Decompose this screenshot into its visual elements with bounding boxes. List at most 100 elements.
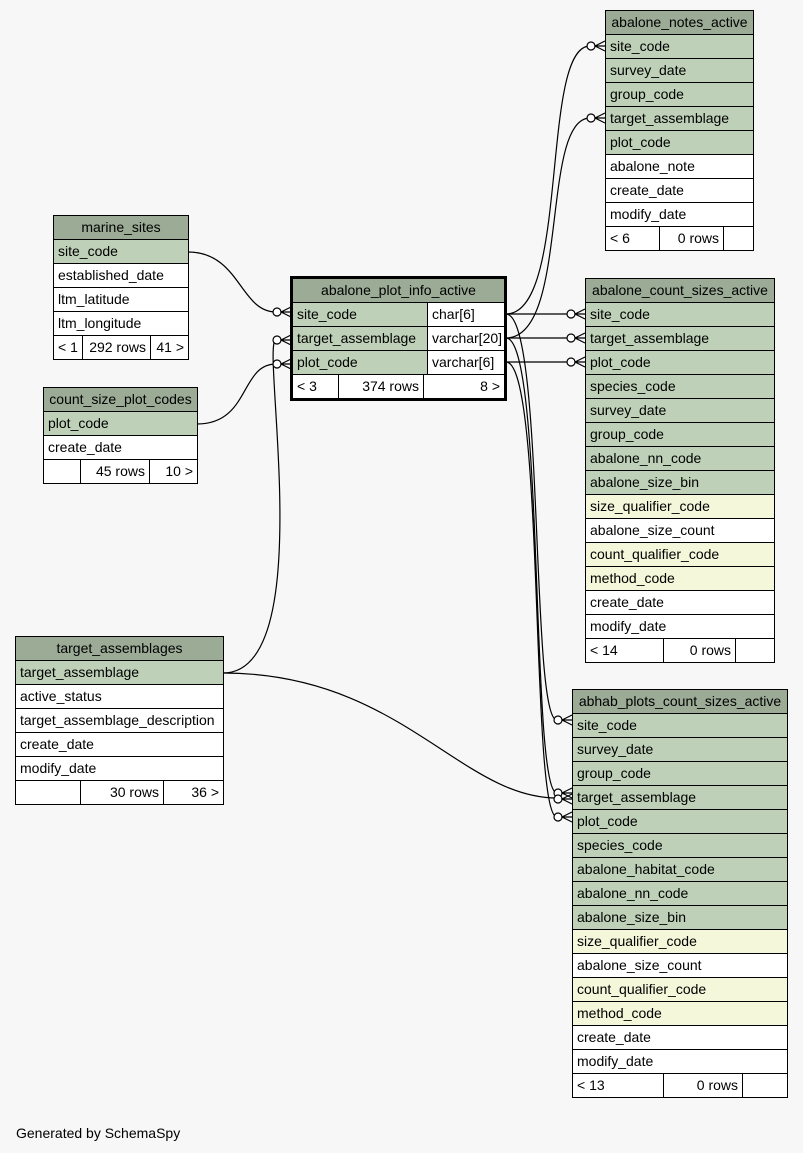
table-abalone-count-sizes-active[interactable]: abalone_count_sizes_active site_code tar… <box>585 278 775 663</box>
column-plot-code: plot_code <box>606 131 753 155</box>
table-marine-sites[interactable]: marine_sites site_code established_date … <box>53 215 189 360</box>
relation-plot-info-to-abhab-assemblage <box>505 337 558 794</box>
column-plot-code: plot_code <box>586 351 774 375</box>
table-abalone-notes-active[interactable]: abalone_notes_active site_code survey_da… <box>605 10 754 251</box>
column-abalone-size-bin: abalone_size_bin <box>586 471 774 495</box>
column-type: varchar[20] <box>428 327 504 350</box>
parents-count[interactable]: < 14 <box>586 639 664 662</box>
column-size-qualifier-code: size_qualifier_code <box>573 930 787 954</box>
children-count[interactable]: 10 > <box>165 463 193 479</box>
column-survey-date: survey_date <box>606 59 753 83</box>
table-footer: < 14 0 rows <box>586 639 774 662</box>
row-count: 45 rows <box>81 460 150 483</box>
column-abalone-note: abalone_note <box>606 155 753 179</box>
column-modify-date: modify_date <box>586 615 774 639</box>
column-abalone-size-bin: abalone_size_bin <box>573 906 787 930</box>
table-footer: < 6 0 rows <box>606 227 753 250</box>
column-abalone-size-count: abalone_size_count <box>573 954 787 978</box>
table-title: abalone_plot_info_active <box>293 279 504 303</box>
table-title: count_size_plot_codes <box>44 388 197 412</box>
relation-plot-codes-to-plot-info <box>196 363 277 425</box>
column-survey-date: survey_date <box>586 399 774 423</box>
table-abalone-plot-info-active[interactable]: abalone_plot_info_active site_code char[… <box>290 276 507 401</box>
parents-count[interactable]: < 3 <box>293 375 339 398</box>
children-count[interactable] <box>724 227 753 250</box>
column-abalone-habitat-code: abalone_habitat_code <box>573 858 787 882</box>
column-create-date: create_date <box>606 179 753 203</box>
column-create-date: create_date <box>586 591 774 615</box>
column-plot-code: plot_code varchar[6] <box>293 351 504 375</box>
table-footer: < 3 374 rows 8 > <box>293 375 504 398</box>
relation-assemblages-to-plot-info <box>222 339 281 674</box>
column-create-date: create_date <box>573 1026 787 1050</box>
relation-plot-info-to-notes-site <box>505 45 591 315</box>
table-target-assemblages[interactable]: target_assemblages target_assemblage act… <box>15 636 224 805</box>
column-name: plot_code <box>293 351 428 374</box>
column-plot-code: plot_code <box>44 412 197 436</box>
column-abalone-nn-code: abalone_nn_code <box>573 882 787 906</box>
table-abhab-plots-count-sizes-active[interactable]: abhab_plots_count_sizes_active site_code… <box>572 689 788 1098</box>
column-site-code: site_code char[6] <box>293 303 504 327</box>
column-target-assemblage: target_assemblage <box>16 661 223 685</box>
column-ltm-latitude: ltm_latitude <box>54 288 188 312</box>
column-create-date: create_date <box>16 733 223 757</box>
children-count[interactable] <box>743 1074 787 1097</box>
column-ltm-longitude: ltm_longitude <box>54 312 188 336</box>
column-name: site_code <box>293 303 428 326</box>
row-count: 292 rows <box>83 336 151 359</box>
column-method-code: method_code <box>573 1002 787 1026</box>
column-species-code: species_code <box>573 834 787 858</box>
parents-count[interactable] <box>16 781 81 804</box>
column-type: char[6] <box>428 303 504 326</box>
column-type: varchar[6] <box>428 351 504 374</box>
table-count-size-plot-codes[interactable]: count_size_plot_codes plot_code create_d… <box>43 387 198 484</box>
row-count: 0 rows <box>664 639 736 662</box>
generated-by-note: Generated by SchemaSpy <box>16 1125 181 1141</box>
column-site-code: site_code <box>573 714 787 738</box>
relation-plot-info-to-notes-assemblage <box>505 117 591 339</box>
column-group-code: group_code <box>606 83 753 107</box>
column-abalone-nn-code: abalone_nn_code <box>586 447 774 471</box>
column-site-code: site_code <box>606 35 753 59</box>
table-footer: 45 rows 10 > <box>44 460 197 483</box>
table-title: marine_sites <box>54 216 188 240</box>
parents-count[interactable]: < 1 <box>54 336 83 359</box>
column-site-code: site_code <box>54 240 188 264</box>
children-count[interactable]: 8 > <box>480 378 500 394</box>
row-count: 0 rows <box>664 1074 743 1097</box>
children-count[interactable]: 41 > <box>156 339 184 355</box>
column-survey-date: survey_date <box>573 738 787 762</box>
column-species-code: species_code <box>586 375 774 399</box>
table-footer: 30 rows 36 > <box>16 781 223 804</box>
column-plot-code: plot_code <box>573 810 787 834</box>
column-target-assemblage: target_assemblage <box>606 107 753 131</box>
column-abalone-size-count: abalone_size_count <box>586 519 774 543</box>
table-title: target_assemblages <box>16 637 223 661</box>
table-title: abalone_notes_active <box>606 11 753 35</box>
children-count[interactable]: 36 > <box>191 784 219 800</box>
relation-plot-info-to-abhab-plot <box>505 361 558 818</box>
children-count[interactable] <box>736 639 774 662</box>
column-modify-date: modify_date <box>16 757 223 781</box>
column-target-assemblage-description: target_assemblage_description <box>16 709 223 733</box>
column-name: target_assemblage <box>293 327 428 350</box>
column-target-assemblage: target_assemblage <box>573 786 787 810</box>
column-method-code: method_code <box>586 567 774 591</box>
column-create-date: create_date <box>44 436 197 460</box>
column-group-code: group_code <box>586 423 774 447</box>
relation-assemblages-to-abhab <box>222 672 558 799</box>
column-count-qualifier-code: count_qualifier_code <box>573 978 787 1002</box>
table-title: abalone_count_sizes_active <box>586 279 774 303</box>
relation-plot-info-to-abhab-site <box>505 313 558 721</box>
parents-count[interactable]: < 13 <box>573 1074 664 1097</box>
row-count: 374 rows <box>339 375 424 398</box>
parents-count[interactable] <box>44 460 81 483</box>
many-optional-markers <box>272 40 606 823</box>
relation-marine-sites-to-plot-info <box>187 251 277 313</box>
column-site-code: site_code <box>586 303 774 327</box>
parents-count[interactable]: < 6 <box>606 227 660 250</box>
row-count: 0 rows <box>660 227 724 250</box>
column-established-date: established_date <box>54 264 188 288</box>
column-modify-date: modify_date <box>606 203 753 227</box>
